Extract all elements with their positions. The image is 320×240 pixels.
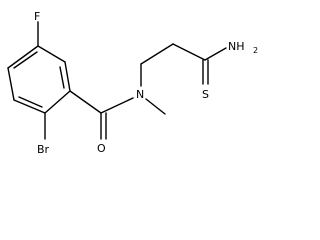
amine-subscript: 2 [253, 46, 258, 55]
ring-bond-6 [7, 45, 39, 69]
benzene-ring [7, 45, 71, 114]
fluorine-label: F [34, 10, 40, 23]
ch2-ch2-bond [140, 43, 174, 65]
amine-label: NH [228, 40, 245, 53]
molecule-diagram: F Br O N NH 2 S [7, 10, 258, 156]
ring-double-bond-1 [59, 66, 65, 89]
sulfur-label: S [202, 88, 209, 101]
structure-canvas: F Br O N NH 2 S [7, 10, 258, 156]
ring-bond-1 [37, 45, 66, 63]
bromine-label: Br [37, 143, 50, 156]
ring-double-bond-2 [18, 96, 43, 108]
c-nh2-bond [204, 47, 227, 61]
ring-bond-3 [44, 90, 71, 114]
ring-bond-5 [7, 67, 15, 101]
oxygen-label: O [97, 142, 106, 155]
ch2-thioamide-bond [172, 43, 206, 61]
ring-double-bond-3 [13, 51, 38, 69]
nitrogen-label: N [136, 88, 144, 101]
ring-carbonyl-bond [69, 90, 102, 114]
carbonyl-n-bond [100, 97, 134, 114]
n-methyl-bond [145, 98, 166, 115]
ring-bond-2 [64, 61, 71, 92]
ring-bond-4 [13, 99, 46, 114]
